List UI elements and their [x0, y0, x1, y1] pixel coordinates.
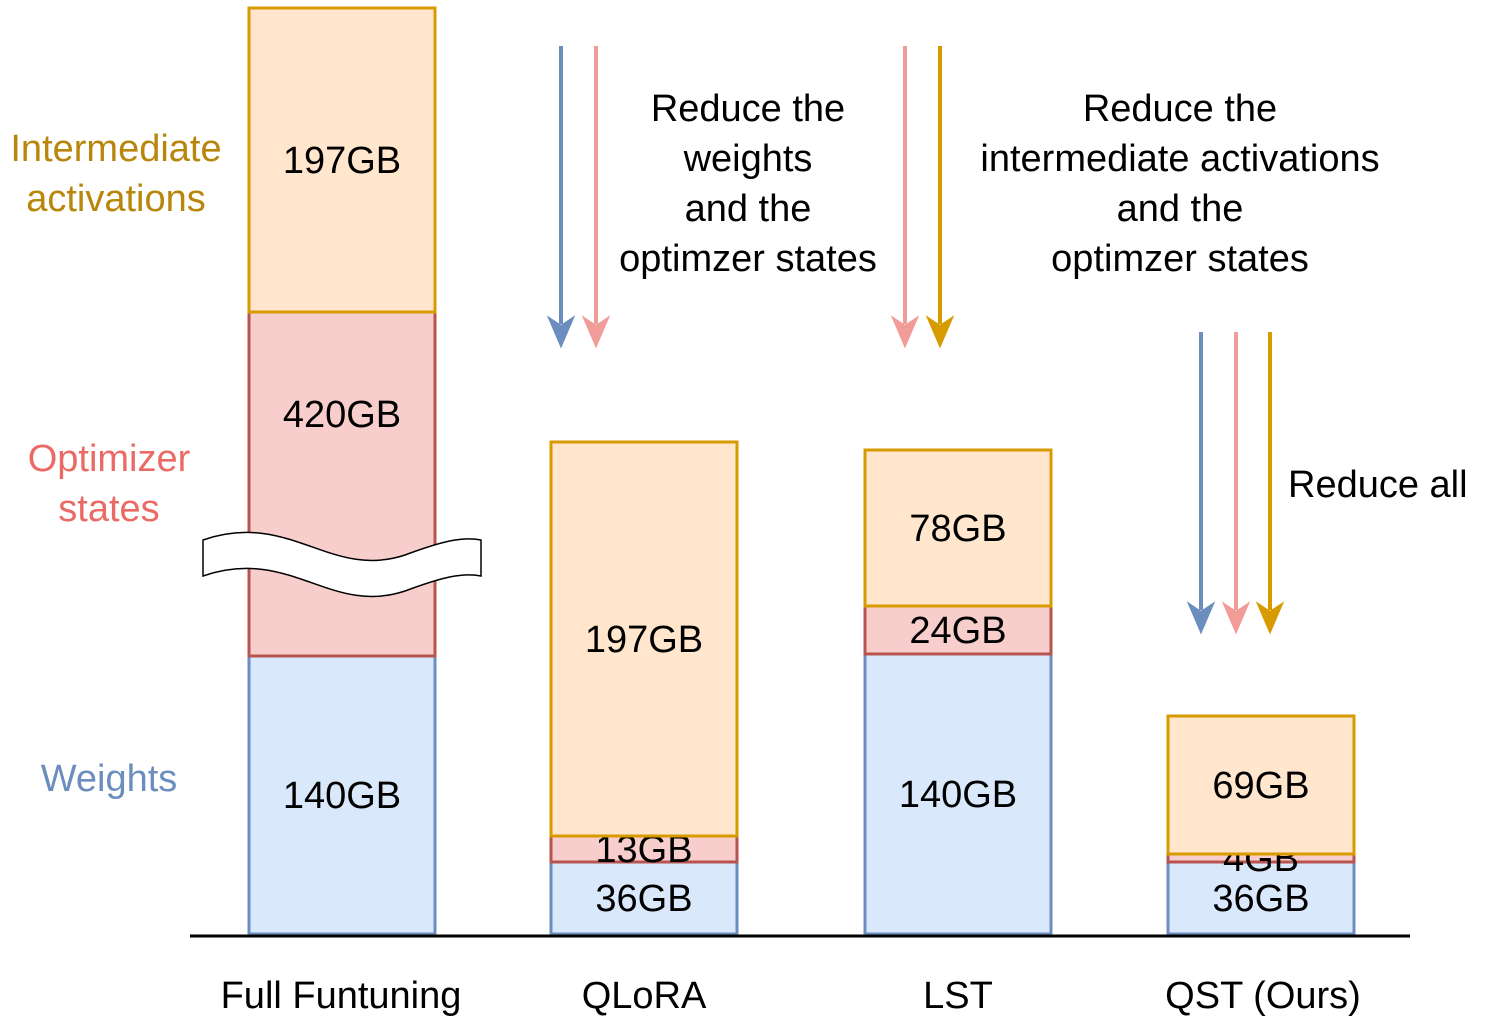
category-label-0: Full Funtuning	[220, 975, 462, 1017]
annotation-qst: Reduce all	[1288, 464, 1468, 506]
bar-label-intermediate-activations-1: 197GB	[585, 619, 703, 661]
bar-label-optimizer-states-0: 420GB	[283, 394, 401, 436]
bar-label-weights-3: 36GB	[1212, 878, 1309, 920]
annotation-qlora: Reduce the weights and the optimzer stat…	[619, 88, 877, 280]
down-arrow-icon	[925, 46, 955, 349]
bar-label-optimizer-states-2: 24GB	[909, 610, 1006, 652]
category-label-3: QST (Ours)	[1165, 975, 1361, 1017]
bar-weights-3	[1166, 860, 1356, 936]
bar-label-intermediate-activations-2: 78GB	[909, 508, 1006, 550]
legend-activations: Intermediate activations	[10, 128, 222, 220]
arrows-group	[546, 46, 1285, 635]
bar-label-weights-0: 140GB	[283, 775, 401, 817]
bar-optimizer-states-0	[247, 310, 437, 658]
bars-group: 140GB420GB197GB36GB13GB197GB140GB24GB78G…	[202, 6, 1356, 936]
bar-weights-2	[863, 652, 1053, 936]
legend-weights: Weights	[40, 758, 178, 800]
bar-weights-0	[247, 654, 437, 936]
bar-label-weights-1: 36GB	[595, 878, 692, 920]
annotation-lst: Reduce the intermediate activations and …	[980, 88, 1380, 280]
bar-optimizer-states-2	[863, 604, 1053, 656]
bar-label-intermediate-activations-3: 69GB	[1212, 765, 1309, 807]
down-arrow-icon	[581, 46, 611, 349]
down-arrow-icon	[1221, 332, 1251, 635]
down-arrow-icon	[890, 46, 920, 349]
bar-optimizer-states-1	[549, 834, 739, 864]
bar-intermediate-activations-2	[863, 448, 1053, 608]
down-arrow-icon	[546, 46, 576, 349]
bar-intermediate-activations-1	[549, 440, 739, 838]
down-arrow-icon	[1186, 332, 1216, 635]
legend-optimizer: Optimizer states	[27, 438, 191, 530]
bar-intermediate-activations-0	[247, 6, 437, 314]
category-label-1: QLoRA	[581, 975, 707, 1017]
down-arrow-icon	[1255, 332, 1285, 635]
bar-label-weights-2: 140GB	[899, 774, 1017, 816]
bar-intermediate-activations-3	[1166, 714, 1356, 856]
category-label-2: LST	[923, 975, 993, 1017]
bar-label-intermediate-activations-0: 197GB	[283, 140, 401, 182]
bar-weights-1	[549, 860, 739, 936]
axis-break-mark	[202, 531, 482, 598]
